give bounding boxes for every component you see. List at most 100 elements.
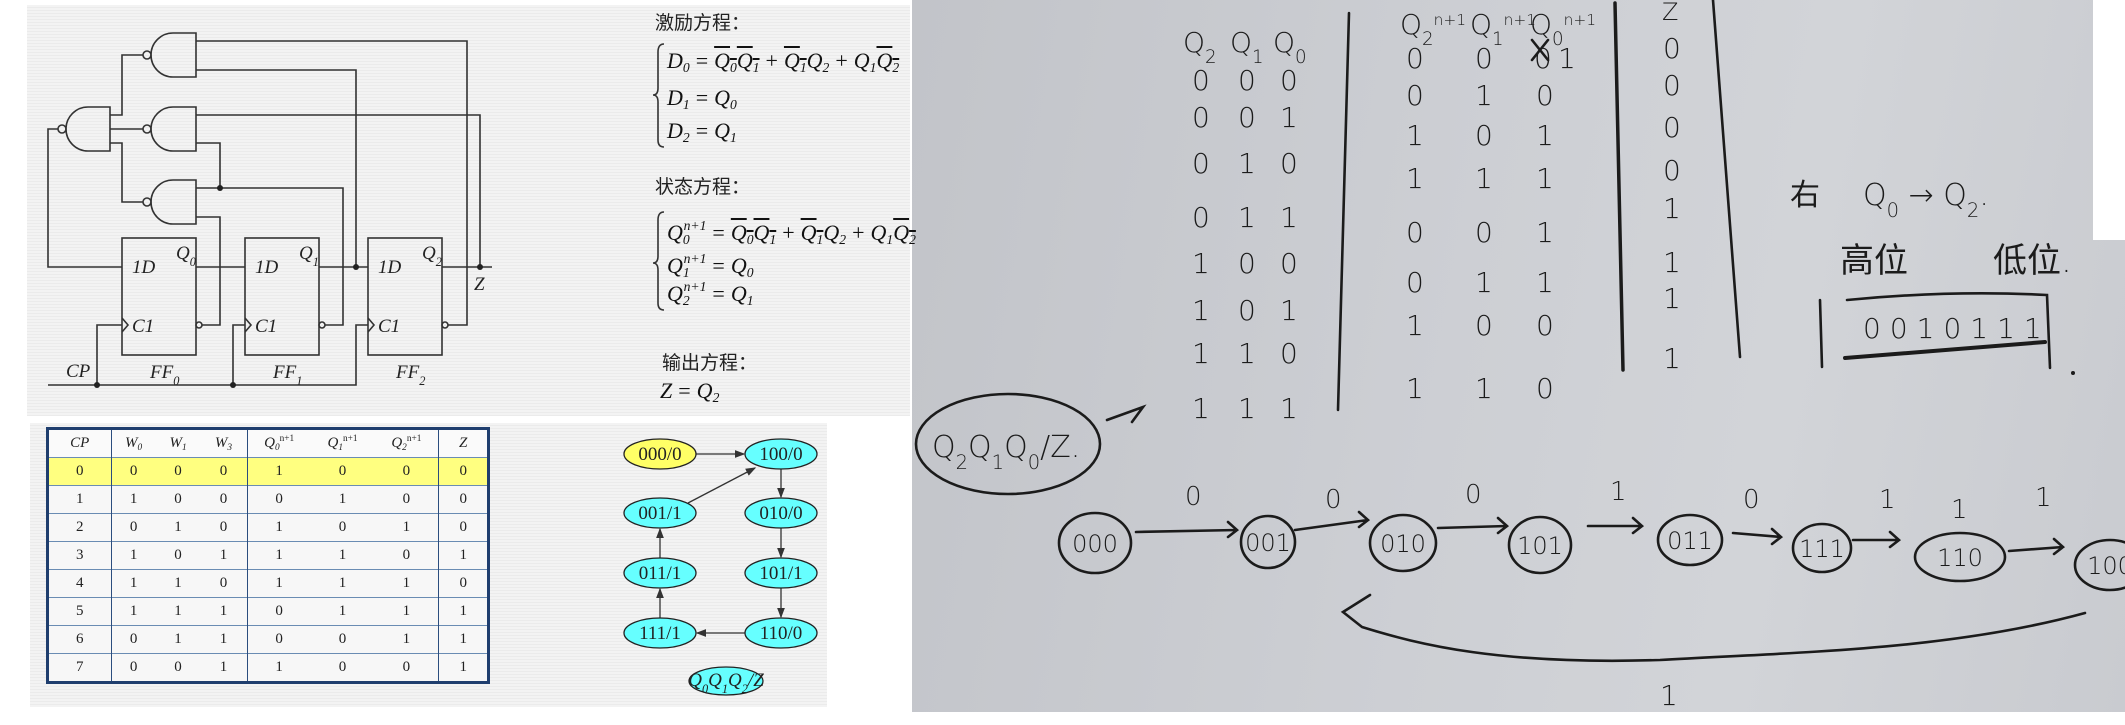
transition-arrow — [687, 467, 757, 504]
table-cell: 0 — [374, 457, 439, 486]
excitation-equation-d0: D0=Q0Q1+Q1Q2+Q1Q2 — [667, 48, 899, 76]
variable: Q1 — [736, 48, 760, 76]
variable: Z — [660, 378, 673, 403]
next-state-digit: 0 — [1406, 42, 1424, 75]
divider-line — [1613, 1, 1625, 372]
table-cell: 0 — [110, 653, 156, 683]
state-circle — [1507, 515, 1573, 575]
divider-line — [1711, 0, 1742, 359]
next-state-header: Q1n+1 — [1470, 8, 1536, 50]
next-state-header: Q2n+1 — [1400, 8, 1466, 50]
current-state-digit: 1 — [1238, 392, 1256, 425]
state-equation-q0: Q0n+1=Q0Q1+Q1Q2+Q1Q2 — [667, 218, 916, 248]
variable: Q1 — [853, 48, 877, 76]
table-cell: 1 — [374, 625, 439, 654]
output-z-digit: 1 — [1663, 192, 1681, 225]
variable: Q1 — [327, 435, 343, 454]
output-z-label: Z — [474, 274, 485, 295]
high-bit-label: 高位 — [1840, 241, 1908, 281]
state-label: 011 — [1667, 527, 1713, 555]
operator: + — [835, 48, 848, 73]
current-state-digit: 1 — [1192, 392, 1210, 425]
table-cell: 1 — [246, 541, 311, 570]
table-cell: 1 — [200, 541, 248, 570]
table-cell: 1 — [310, 485, 375, 514]
table-cell: 1 — [246, 513, 311, 542]
transition-arrow — [1586, 516, 1645, 535]
variable: Q1 — [870, 219, 894, 247]
brace-icon — [652, 211, 665, 311]
transition-arrow — [1293, 510, 1371, 532]
next-state-digit: 1 — [1536, 119, 1554, 152]
output-z-digit: 0 — [1663, 154, 1681, 187]
handwritten-photo — [912, 0, 2125, 712]
next-state-digit: 0 — [1536, 79, 1554, 112]
junction-dots — [94, 185, 483, 388]
variable: Q1 — [714, 118, 737, 146]
transition-output-label: 1 — [1879, 485, 1896, 515]
clock-triangle-icon — [121, 317, 376, 333]
wire — [110, 54, 143, 203]
state-label: 111 — [1799, 535, 1845, 563]
shift-direction-note: 右 — [1790, 178, 1820, 213]
inverter-bubble-icon — [195, 321, 203, 329]
table-cell: 0 — [310, 653, 375, 683]
state-circle — [1057, 511, 1133, 575]
superscript: n+1 — [279, 433, 295, 444]
next-state-digit: 1 — [1475, 266, 1493, 299]
variable: W0 — [125, 434, 143, 453]
table-cell: 1 — [310, 597, 375, 626]
excitation-title: 激励方程： — [655, 12, 751, 34]
output-z-digit: 1 — [1663, 282, 1681, 315]
table-cell: 0 — [374, 485, 439, 514]
variable: Q2 — [876, 48, 900, 76]
state-equation-q1: Q1n+1=Q0 — [667, 251, 754, 281]
table-cell: 0 — [200, 457, 248, 486]
photo-corner-blank — [2093, 0, 2125, 240]
current-state-digit: 0 — [1280, 147, 1298, 180]
variable: Q2 — [823, 219, 847, 247]
current-state-digit: 0 — [1280, 247, 1298, 280]
state-circle — [1791, 522, 1853, 574]
table-cell: 1 — [374, 597, 439, 626]
table-cell: 0 — [110, 513, 156, 542]
state-node — [744, 557, 818, 589]
transition-output-label: 0 — [1743, 485, 1760, 515]
next-state-digit: 1 — [1536, 266, 1554, 299]
current-state-digit: 0 — [1192, 101, 1210, 134]
state-node-label: 010/0 — [759, 503, 802, 524]
current-state-digit: 1 — [1238, 337, 1256, 370]
state-node-label: 000/0 — [638, 444, 681, 465]
table-cell: 1 — [200, 625, 248, 654]
column-header: Q0n+1 — [246, 428, 311, 458]
state-node — [623, 438, 697, 470]
sequence-underline — [1843, 340, 2047, 360]
clock-wire — [48, 324, 368, 386]
excitation-equation-d2: D2=Q1 — [667, 118, 737, 146]
wire — [196, 114, 481, 267]
table-cell: 1 — [310, 569, 375, 598]
next-state-digit: 0 — [1536, 372, 1554, 405]
superscript: n+1 — [406, 433, 422, 444]
variable: Q1 — [730, 280, 754, 308]
next-state-digit: 1 — [1475, 162, 1493, 195]
low-bit-label: 低位. — [1993, 241, 2072, 281]
variable: W1 — [169, 434, 187, 453]
variable: Q1 — [753, 219, 777, 247]
current-state-digit: 0 — [1192, 64, 1210, 97]
dot — [2071, 371, 2075, 375]
table-cell: 1 — [246, 457, 311, 486]
column-header: Q1n+1 — [310, 428, 375, 458]
q-output-label: Q1 — [299, 243, 319, 269]
current-state-digit: 1 — [1280, 201, 1298, 234]
current-state-digit: 0 — [1192, 201, 1210, 234]
next-state-digit: 1 — [1558, 42, 1576, 75]
next-state-digit: 0 — [1475, 119, 1493, 152]
current-state-digit: 0 — [1192, 147, 1210, 180]
output-z-header: Z — [1662, 0, 1678, 26]
operator: = — [695, 118, 709, 143]
